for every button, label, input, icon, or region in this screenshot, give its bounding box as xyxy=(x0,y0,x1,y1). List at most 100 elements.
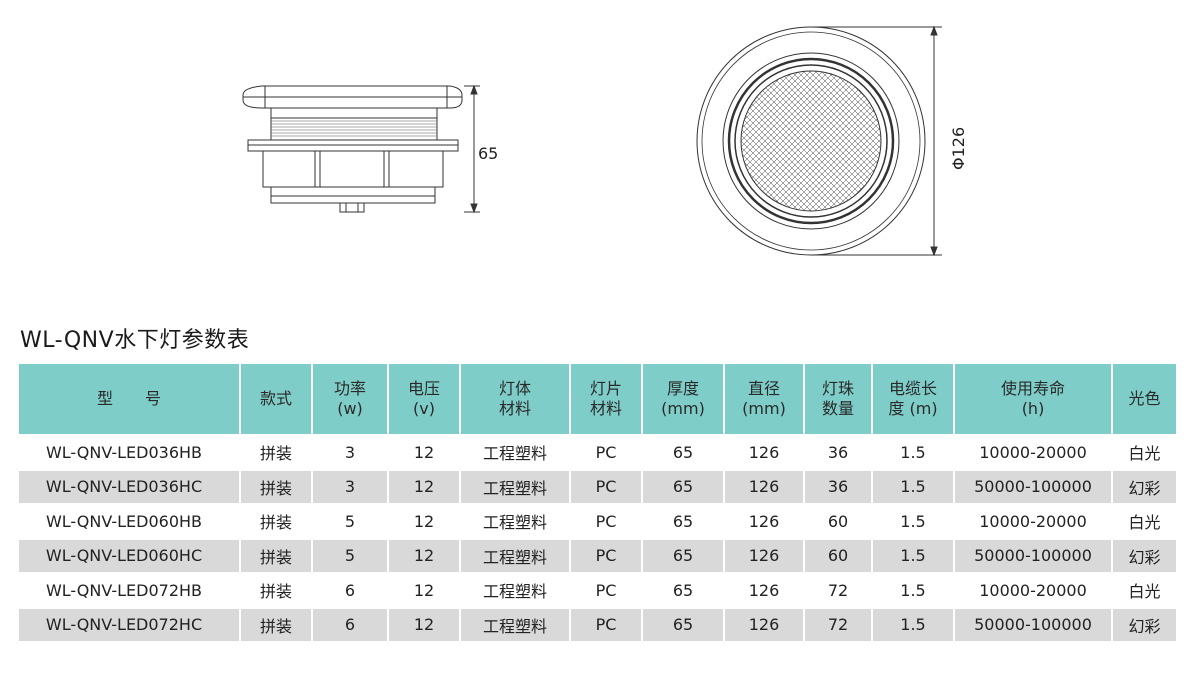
diameter-label: Φ126 xyxy=(949,127,968,170)
cell-model: WL-QNV-LED036HC xyxy=(17,468,241,505)
cell-body-material: 工程塑料 xyxy=(459,468,571,505)
cell-light-color: 幻彩 xyxy=(1111,468,1178,505)
cell-thickness: 65 xyxy=(641,503,725,540)
cell-light-color: 幻彩 xyxy=(1111,537,1178,574)
front-view xyxy=(696,26,926,256)
cell-voltage: 12 xyxy=(387,572,461,609)
cell-power: 5 xyxy=(311,537,389,574)
header-led-count: 灯珠 数量 xyxy=(803,362,873,436)
header-voltage: 电压 (v) xyxy=(387,362,461,436)
cell-body-material: 工程塑料 xyxy=(459,606,571,643)
cell-diameter: 126 xyxy=(723,537,805,574)
cell-style: 拼装 xyxy=(239,434,313,471)
cell-diameter: 126 xyxy=(723,503,805,540)
cell-lifespan: 50000-100000 xyxy=(953,537,1113,574)
cell-light-color: 幻彩 xyxy=(1111,606,1178,643)
cell-style: 拼装 xyxy=(239,468,313,505)
cell-thickness: 65 xyxy=(641,537,725,574)
diameter-dimension xyxy=(811,25,942,257)
cell-style: 拼装 xyxy=(239,572,313,609)
cell-lifespan: 10000-20000 xyxy=(953,572,1113,609)
cell-body-material: 工程塑料 xyxy=(459,572,571,609)
header-lifespan: 使用寿命 (h) xyxy=(953,362,1113,436)
cell-led-count: 72 xyxy=(803,572,873,609)
cell-diameter: 126 xyxy=(723,606,805,643)
table-row: WL-QNV-LED072HC 拼装 6 12 工程塑料 PC 65 126 7… xyxy=(17,606,1178,643)
cell-cable-length: 1.5 xyxy=(871,606,955,643)
cell-lens-material: PC xyxy=(569,468,643,505)
cell-cable-length: 1.5 xyxy=(871,572,955,609)
cell-diameter: 126 xyxy=(723,434,805,471)
table-row: WL-QNV-LED072HB 拼装 6 12 工程塑料 PC 65 126 7… xyxy=(17,572,1178,609)
cell-power: 3 xyxy=(311,434,389,471)
table-row: WL-QNV-LED036HB 拼装 3 12 工程塑料 PC 65 126 3… xyxy=(17,434,1178,471)
header-body-material: 灯体 材料 xyxy=(459,362,571,436)
spec-table-header-row: 型 号 款式 功率 (w) 电压 (v) 灯体 材料 灯片 材料 厚度 (mm)… xyxy=(17,362,1178,436)
table-row: WL-QNV-LED036HC 拼装 3 12 工程塑料 PC 65 126 3… xyxy=(17,468,1178,505)
cell-lens-material: PC xyxy=(569,606,643,643)
cell-model: WL-QNV-LED072HC xyxy=(17,606,241,643)
cell-light-color: 白光 xyxy=(1111,434,1178,471)
cell-lens-material: PC xyxy=(569,537,643,574)
table-row: WL-QNV-LED060HC 拼装 5 12 工程塑料 PC 65 126 6… xyxy=(17,537,1178,574)
cell-lifespan: 50000-100000 xyxy=(953,468,1113,505)
header-cable-length: 电缆长 度 (m) xyxy=(871,362,955,436)
header-thickness: 厚度 (mm) xyxy=(641,362,725,436)
cell-led-count: 36 xyxy=(803,468,873,505)
cell-lens-material: PC xyxy=(569,572,643,609)
cell-voltage: 12 xyxy=(387,468,461,505)
cell-cable-length: 1.5 xyxy=(871,434,955,471)
cell-lifespan: 50000-100000 xyxy=(953,606,1113,643)
table-row: WL-QNV-LED060HB 拼装 5 12 工程塑料 PC 65 126 6… xyxy=(17,503,1178,540)
cell-power: 5 xyxy=(311,503,389,540)
cell-style: 拼装 xyxy=(239,537,313,574)
cell-thickness: 65 xyxy=(641,572,725,609)
cell-lifespan: 10000-20000 xyxy=(953,503,1113,540)
cell-power: 6 xyxy=(311,572,389,609)
cell-led-count: 36 xyxy=(803,434,873,471)
cell-voltage: 12 xyxy=(387,503,461,540)
cell-body-material: 工程塑料 xyxy=(459,503,571,540)
cell-voltage: 12 xyxy=(387,606,461,643)
header-light-color: 光色 xyxy=(1111,362,1178,436)
cell-led-count: 72 xyxy=(803,606,873,643)
technical-drawing: 65 Φ126 xyxy=(242,25,968,257)
cell-voltage: 12 xyxy=(387,537,461,574)
header-power: 功率 (w) xyxy=(311,362,389,436)
cell-thickness: 65 xyxy=(641,468,725,505)
cell-lens-material: PC xyxy=(569,434,643,471)
cell-diameter: 126 xyxy=(723,572,805,609)
header-lens-material: 灯片 材料 xyxy=(569,362,643,436)
cell-body-material: 工程塑料 xyxy=(459,434,571,471)
cell-power: 3 xyxy=(311,468,389,505)
cell-body-material: 工程塑料 xyxy=(459,537,571,574)
cell-model: WL-QNV-LED072HB xyxy=(17,572,241,609)
cell-light-color: 白光 xyxy=(1111,572,1178,609)
spec-table: 型 号 款式 功率 (w) 电压 (v) 灯体 材料 灯片 材料 厚度 (mm)… xyxy=(17,362,1178,643)
cell-style: 拼装 xyxy=(239,606,313,643)
cell-lens-material: PC xyxy=(569,503,643,540)
cell-model: WL-QNV-LED036HB xyxy=(17,434,241,471)
height-label: 65 xyxy=(478,144,498,163)
cell-led-count: 60 xyxy=(803,503,873,540)
cell-voltage: 12 xyxy=(387,434,461,471)
cell-cable-length: 1.5 xyxy=(871,503,955,540)
cell-cable-length: 1.5 xyxy=(871,468,955,505)
header-model: 型 号 xyxy=(17,362,241,436)
header-style: 款式 xyxy=(239,362,313,436)
height-dimension xyxy=(464,84,480,214)
cell-model: WL-QNV-LED060HB xyxy=(17,503,241,540)
cell-led-count: 60 xyxy=(803,537,873,574)
cell-model: WL-QNV-LED060HC xyxy=(17,537,241,574)
cell-power: 6 xyxy=(311,606,389,643)
cell-light-color: 白光 xyxy=(1111,503,1178,540)
side-view xyxy=(242,85,463,213)
cell-style: 拼装 xyxy=(239,503,313,540)
cell-lifespan: 10000-20000 xyxy=(953,434,1113,471)
cell-thickness: 65 xyxy=(641,606,725,643)
cell-thickness: 65 xyxy=(641,434,725,471)
cell-diameter: 126 xyxy=(723,468,805,505)
cell-cable-length: 1.5 xyxy=(871,537,955,574)
spec-table-title: WL-QNV水下灯参数表 xyxy=(20,328,250,353)
header-diameter: 直径 (mm) xyxy=(723,362,805,436)
